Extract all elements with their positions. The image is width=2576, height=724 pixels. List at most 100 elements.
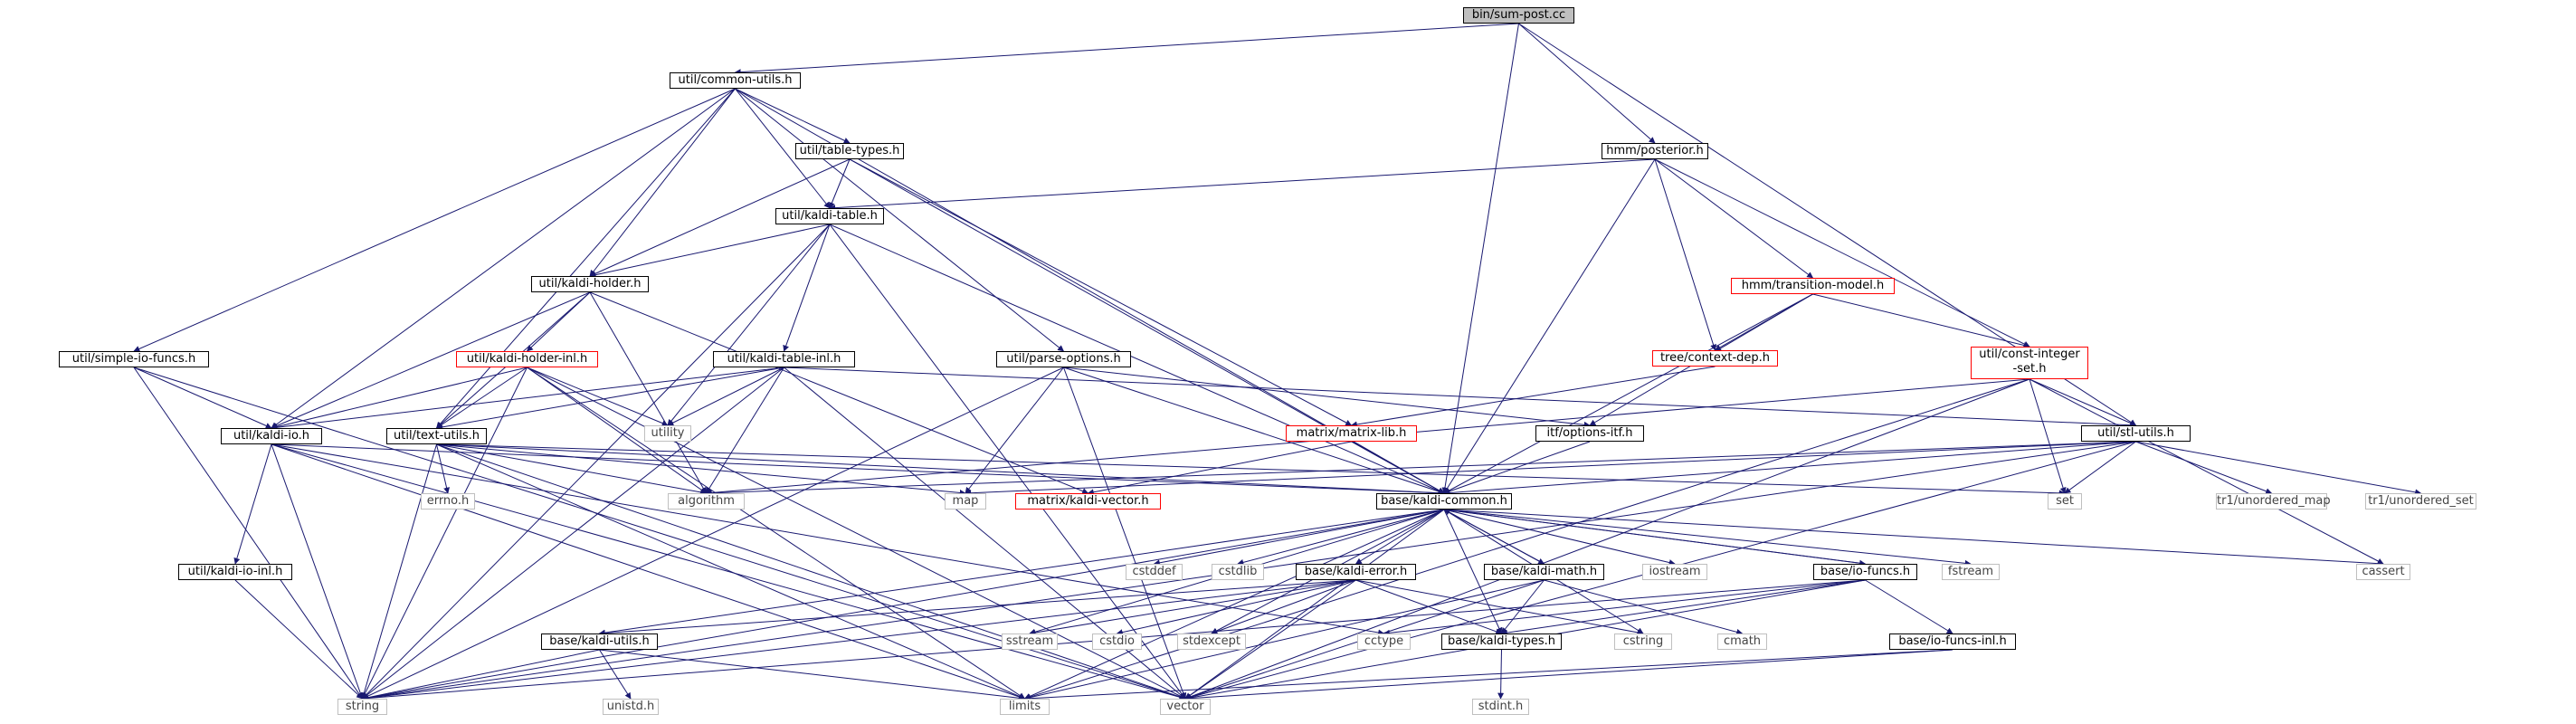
node-utility: utility (644, 425, 691, 442)
node-kaldi-math[interactable]: base/kaldi-math.h (1484, 564, 1604, 580)
node-posterior[interactable]: hmm/posterior.h (1602, 143, 1708, 159)
edge-const-int-set-to-cassert (2029, 378, 2384, 565)
node-stdint: stdint.h (1472, 699, 1529, 715)
edge-text-utils-to-set (436, 443, 2066, 497)
node-holder-inl[interactable]: util/kaldi-holder-inl.h (456, 351, 598, 367)
node-transition-model[interactable]: hmm/transition-model.h (1731, 278, 1895, 294)
edge-kaldi-common-to-cstdlib (1237, 509, 1445, 566)
edge-holder-inl-to-utility (527, 367, 669, 426)
edge-kaldi-utils-to-string (361, 649, 600, 701)
node-kaldi-vector[interactable]: matrix/kaldi-vector.h (1015, 493, 1161, 510)
edge-kaldi-error-to-stdexcept (1211, 579, 1356, 635)
node-const-int-set[interactable]: util/const-integer -set.h (1971, 347, 2088, 379)
edge-holder-inl-to-text-utils (435, 367, 528, 429)
edge-text-utils-to-algorithm (436, 443, 708, 496)
edge-transition-model-to-kaldi-common (1443, 293, 1813, 494)
edge-text-utils-to-vector (436, 443, 1186, 700)
edge-table-inl-to-text-utils (435, 367, 784, 431)
node-unordered-set: tr1/unordered_set (2365, 493, 2476, 510)
edge-table-inl-to-utility (667, 367, 784, 426)
edge-holder-inl-to-string (362, 367, 528, 700)
edge-parse-options-to-vector (1063, 367, 1187, 700)
edge-parse-options-to-options-itf (1063, 367, 1591, 428)
edge-kaldi-error-to-vector (1184, 579, 1356, 700)
edge-parse-options-to-string (361, 367, 1064, 700)
node-table-types[interactable]: util/table-types.h (795, 143, 904, 159)
node-kaldi-types[interactable]: base/kaldi-types.h (1441, 634, 1562, 650)
edge-table-inl-to-stl-utils (784, 367, 2137, 429)
node-limits: limits (1000, 699, 1050, 715)
edge-kaldi-utils-to-limits (599, 649, 1026, 701)
edge-table-types-to-matrix-lib (849, 158, 1353, 426)
edge-kaldi-utils-to-unistd (599, 649, 632, 700)
node-context-dep[interactable]: tree/context-dep.h (1652, 350, 1778, 367)
edge-common-utils-to-kaldi-io (271, 88, 736, 429)
edge-table-inl-to-kaldi-io (271, 367, 784, 431)
edge-sum-to-posterior (1518, 23, 1656, 144)
edge-kaldi-common-to-kaldi-utils (598, 509, 1445, 636)
edge-kaldi-io-to-io-inl (233, 443, 272, 565)
edge-sum-to-common-utils (734, 23, 1519, 76)
node-stdexcept: stdexcept (1177, 634, 1246, 650)
edge-text-utils-to-string (360, 443, 437, 700)
node-text-utils[interactable]: util/text-utils.h (386, 428, 487, 444)
node-matrix-lib[interactable]: matrix/matrix-lib.h (1286, 425, 1417, 442)
edge-common-utils-to-table-types (735, 88, 851, 144)
node-io-funcs[interactable]: base/io-funcs.h (1813, 564, 1917, 580)
edge-kaldi-common-to-cstddef (1153, 509, 1445, 567)
node-parse-options[interactable]: util/parse-options.h (996, 351, 1131, 367)
edge-io-inl-to-string (234, 579, 364, 700)
edge-kaldi-holder-to-algorithm (589, 291, 707, 494)
edge-kaldi-error-to-string (361, 579, 1356, 701)
node-simple-io[interactable]: util/simple-io-funcs.h (59, 351, 209, 367)
edge-kaldi-common-to-cassert (1443, 509, 2384, 567)
edge-kaldi-common-to-kaldi-types (1443, 509, 1503, 634)
node-set: set (2048, 493, 2082, 510)
edge-stl-utils-to-set (2064, 441, 2136, 494)
edge-io-funcs-inl-to-limits (1023, 649, 1953, 702)
edge-common-utils-to-kaldi-holder (589, 88, 736, 277)
node-kaldi-error[interactable]: base/kaldi-error.h (1296, 564, 1416, 580)
edge-options-itf-to-kaldi-common (1443, 441, 1591, 495)
edge-io-funcs-to-io-funcs-inl (1865, 579, 1953, 634)
node-stl-utils[interactable]: util/stl-utils.h (2081, 425, 2191, 442)
node-sum[interactable]: bin/sum-post.cc (1463, 7, 1574, 24)
node-vector: vector (1160, 699, 1211, 715)
edge-posterior-to-transition-model (1654, 158, 1814, 279)
node-kaldi-io[interactable]: util/kaldi-io.h (221, 428, 322, 444)
edge-kaldi-io-to-string (271, 443, 364, 700)
edge-kaldi-error-to-cstring (1355, 579, 1644, 636)
edge-const-int-set-to-vector (1184, 378, 2030, 700)
edge-posterior-to-const-int-set (1654, 158, 2030, 348)
edge-table-inl-to-algorithm (706, 367, 784, 494)
edge-kaldi-error-to-sstream (1029, 579, 1356, 636)
edge-common-utils-to-simple-io (133, 88, 736, 352)
edge-holder-inl-to-kaldi-io (271, 367, 528, 430)
node-io-funcs-inl[interactable]: base/io-funcs-inl.h (1889, 634, 2016, 650)
edge-kaldi-types-to-stdint (1497, 649, 1505, 700)
node-table-inl[interactable]: util/kaldi-table-inl.h (713, 351, 855, 367)
node-kaldi-holder[interactable]: util/kaldi-holder.h (531, 276, 649, 292)
edge-kaldi-table-to-utility (667, 224, 831, 426)
node-kaldi-utils[interactable]: base/kaldi-utils.h (541, 634, 658, 650)
edge-io-funcs-to-cctype (1383, 579, 1866, 636)
edge-holder-inl-to-limits (527, 367, 1026, 700)
node-common-utils[interactable]: util/common-utils.h (670, 72, 801, 89)
node-sstream: sstream (1002, 634, 1058, 650)
edge-simple-io-to-string (133, 367, 363, 700)
node-algorithm: algorithm (668, 493, 745, 510)
edge-kaldi-holder-to-kaldi-vector (589, 291, 1089, 494)
node-io-inl[interactable]: util/kaldi-io-inl.h (178, 564, 292, 580)
edge-const-int-set-to-stl-utils (2029, 378, 2137, 426)
node-kaldi-table[interactable]: util/kaldi-table.h (775, 208, 884, 224)
node-string: string (337, 699, 387, 715)
node-cstdlib: cstdlib (1212, 564, 1264, 580)
node-cassert: cassert (2356, 564, 2410, 580)
node-options-itf[interactable]: itf/options-itf.h (1535, 425, 1644, 442)
edge-stl-utils-to-map (965, 441, 2136, 497)
node-kaldi-common[interactable]: base/kaldi-common.h (1376, 493, 1512, 510)
node-cmath: cmath (1717, 634, 1767, 650)
node-fstream: fstream (1942, 564, 2000, 580)
edge-holder-inl-to-vector (527, 367, 1186, 700)
